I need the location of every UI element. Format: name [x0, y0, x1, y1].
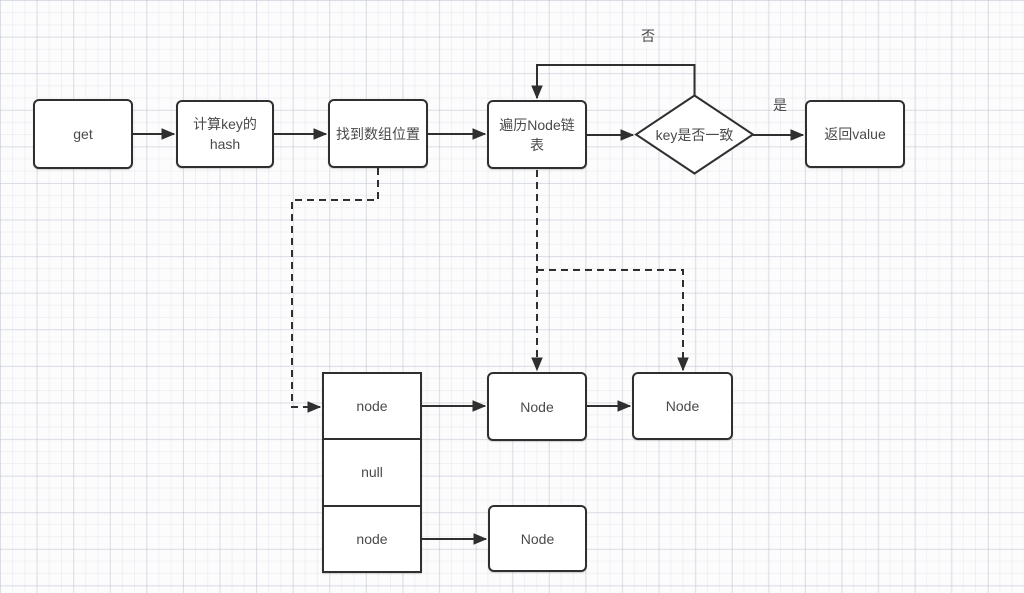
list-node-1-label: Node: [520, 398, 554, 415]
dashed-traverse-to-node2: [537, 269, 683, 370]
node-get-label: get: [73, 126, 93, 142]
node-return-value-label: 返回value: [824, 126, 886, 142]
branch-label-yes: 是: [773, 97, 787, 113]
node-find-bucket-label: 找到数组位置: [336, 125, 420, 142]
array-cell-2-label: node: [356, 530, 388, 547]
node-compute-hash-label: 计算key的hash: [193, 116, 257, 152]
node-traverse-list-label: 遍历Node链表: [499, 116, 575, 153]
list-node-3-label: Node: [520, 530, 555, 547]
list-node-1: Node: [487, 372, 587, 441]
bucket-array: node null node: [322, 372, 422, 573]
array-cell-1: null: [324, 440, 420, 507]
node-get: get: [33, 99, 133, 169]
decision-diamond-label: key是否一致: [655, 127, 734, 143]
array-cell-1-label: null: [361, 464, 383, 481]
list-node-3: Node: [488, 505, 587, 572]
node-return-value: 返回value: [805, 100, 905, 168]
edge-decision-no-loop: [537, 64, 696, 98]
node-find-bucket: 找到数组位置: [328, 99, 428, 168]
node-traverse-list: 遍历Node链表: [487, 100, 587, 169]
node-compute-hash: 计算key的hash: [176, 100, 274, 168]
list-node-2: Node: [632, 372, 733, 440]
list-node-2-label: Node: [665, 398, 700, 414]
array-cell-2: node: [324, 507, 420, 571]
array-cell-0: node: [324, 374, 420, 441]
branch-label-no: 否: [641, 28, 655, 44]
array-cell-0-label: node: [356, 398, 388, 415]
decision-diamond-shape: [634, 94, 755, 175]
